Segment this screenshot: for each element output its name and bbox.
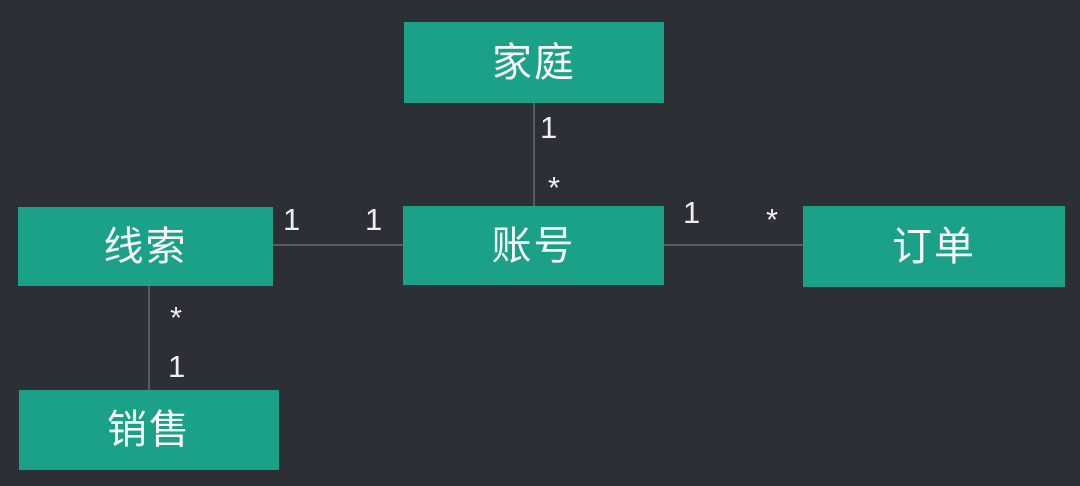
entity-lead-label: 线索 — [103, 224, 188, 269]
entity-order-label: 订单 — [892, 224, 976, 269]
cardinality-family-account-near-family: 1 — [540, 110, 558, 145]
cardinality-lead-account-near-account: 1 — [365, 202, 383, 237]
connector-lead-account — [273, 244, 403, 246]
entity-family-label: 家庭 — [492, 40, 576, 85]
cardinality-lead-sales-near-lead: * — [170, 300, 183, 335]
cardinality-account-order-near-order: * — [766, 202, 779, 237]
entity-sales-label: 销售 — [107, 408, 191, 452]
cardinality-account-order-near-account: 1 — [683, 195, 701, 230]
entity-lead[interactable]: 线索 — [18, 207, 273, 286]
connector-lead-sales — [148, 286, 150, 390]
cardinality-lead-sales-near-sales: 1 — [168, 349, 186, 384]
entity-account[interactable]: 账号 — [403, 206, 664, 285]
entity-family[interactable]: 家庭 — [404, 22, 664, 103]
connector-family-account — [533, 103, 535, 206]
entity-account-label: 账号 — [491, 223, 576, 268]
entity-order[interactable]: 订单 — [803, 206, 1065, 287]
connector-account-order — [664, 244, 803, 246]
entity-sales[interactable]: 销售 — [19, 390, 279, 470]
cardinality-lead-account-near-lead: 1 — [283, 202, 301, 237]
cardinality-family-account-near-account: * — [548, 170, 561, 205]
